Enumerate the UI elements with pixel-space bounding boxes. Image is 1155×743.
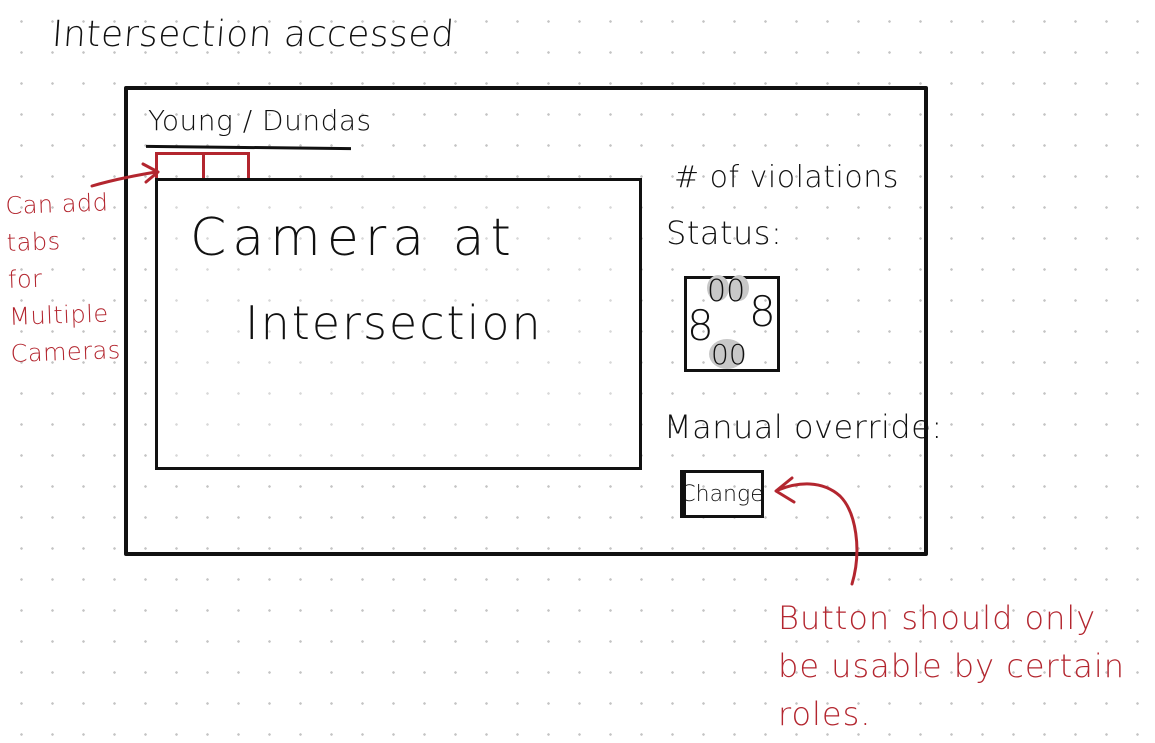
violations-count-label: # of violations [674, 160, 899, 195]
camera-view [155, 178, 642, 470]
change-button[interactable]: Change [680, 470, 764, 518]
intersection-name: Young / Dundas [148, 104, 372, 137]
camera-view-label-line-1: Camera at [190, 208, 517, 268]
traffic-light-right-lamp: 8 [749, 287, 776, 336]
camera-view-label-line-2: Intersection [245, 296, 543, 350]
traffic-light-shade-top-left [707, 275, 729, 301]
camera-tab-2[interactable] [202, 152, 250, 178]
manual-override-label: Manual override: [664, 408, 943, 446]
page-title: Intersection accessed [50, 14, 456, 55]
traffic-light-shade-bottom [709, 339, 745, 369]
traffic-light-bottom-lamps: 00 [711, 338, 747, 371]
intersection-window [124, 86, 928, 556]
traffic-light-status-indicator: 00 8 8 00 [684, 274, 780, 372]
camera-tab-1[interactable] [155, 152, 205, 178]
annotation-button-permission-note: Button should only be usable by certain … [778, 599, 1125, 733]
traffic-light-shade-top-right [729, 275, 749, 301]
traffic-light-left-lamp: 8 [687, 301, 714, 350]
annotation-camera-tabs-note: Can add tabs for Multiple Cameras [4, 188, 122, 368]
traffic-light-top-lamps: 00 [707, 274, 746, 309]
status-label: Status: [666, 214, 783, 252]
